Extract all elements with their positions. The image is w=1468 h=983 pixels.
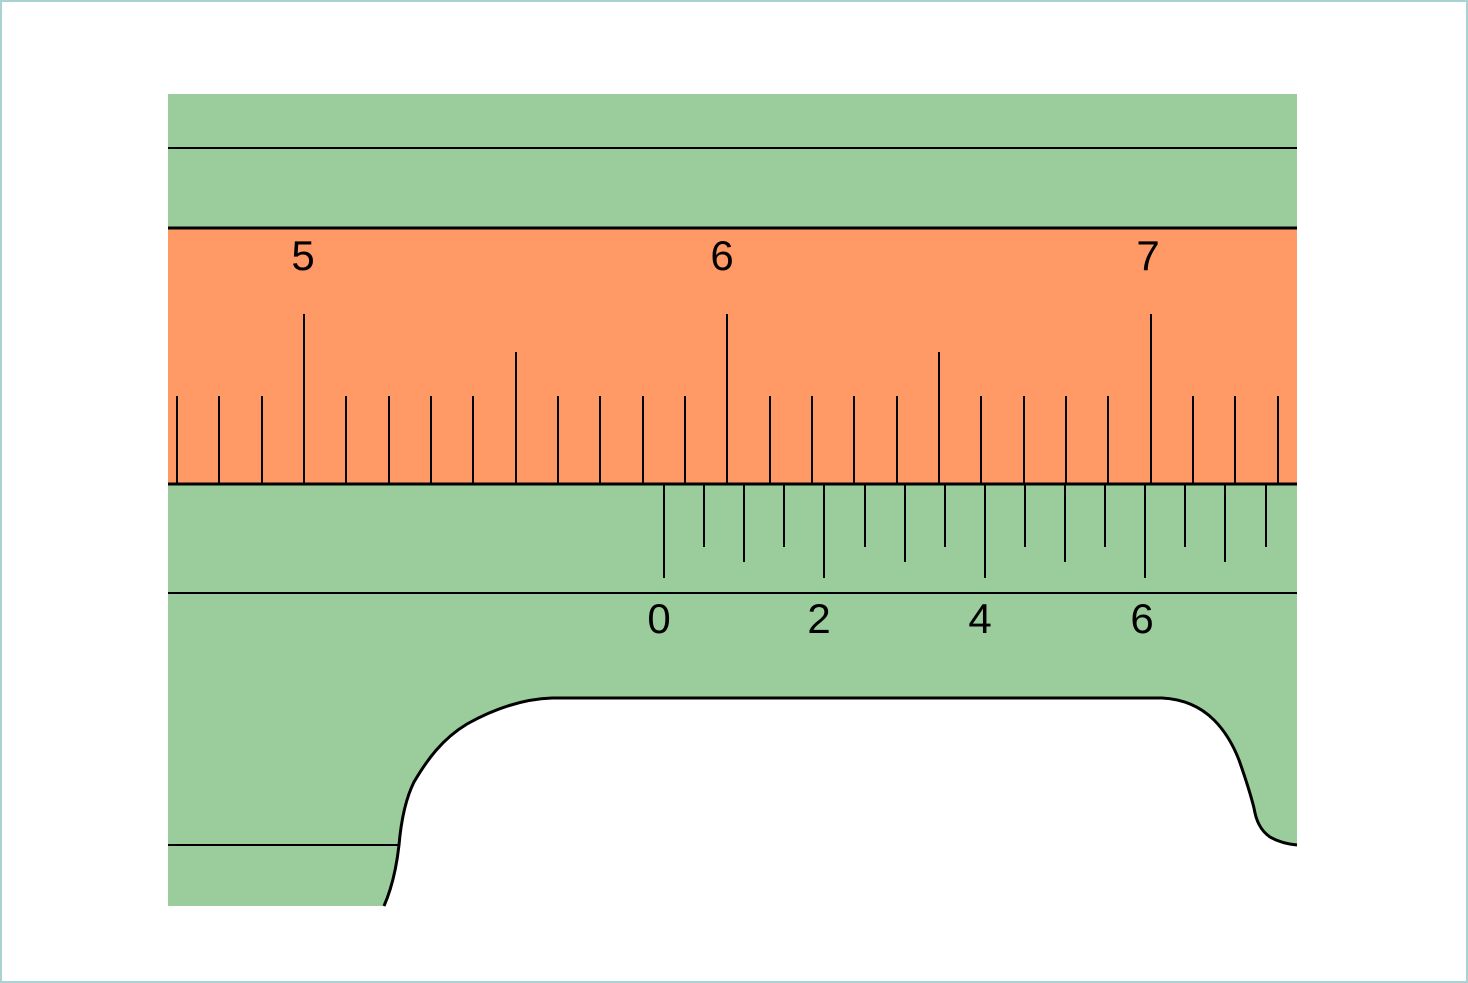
main-scale-label-5: 5 — [291, 232, 314, 279]
vernier-scale-ticks — [663, 484, 1267, 578]
vernier-scale-label-6: 6 — [1130, 595, 1153, 642]
main-scale-ticks — [176, 314, 1279, 484]
vernier-slider-body — [168, 484, 1297, 906]
main-scale-label-6: 6 — [710, 232, 733, 279]
jaw-outline — [382, 696, 1298, 907]
vernier-scale-label-0: 0 — [647, 595, 670, 642]
main-scale-label-7: 7 — [1136, 232, 1159, 279]
vernier-scale-label-2: 2 — [807, 595, 830, 642]
upper-beam — [168, 94, 1297, 228]
vernier-scale-label-4: 4 — [968, 595, 991, 642]
